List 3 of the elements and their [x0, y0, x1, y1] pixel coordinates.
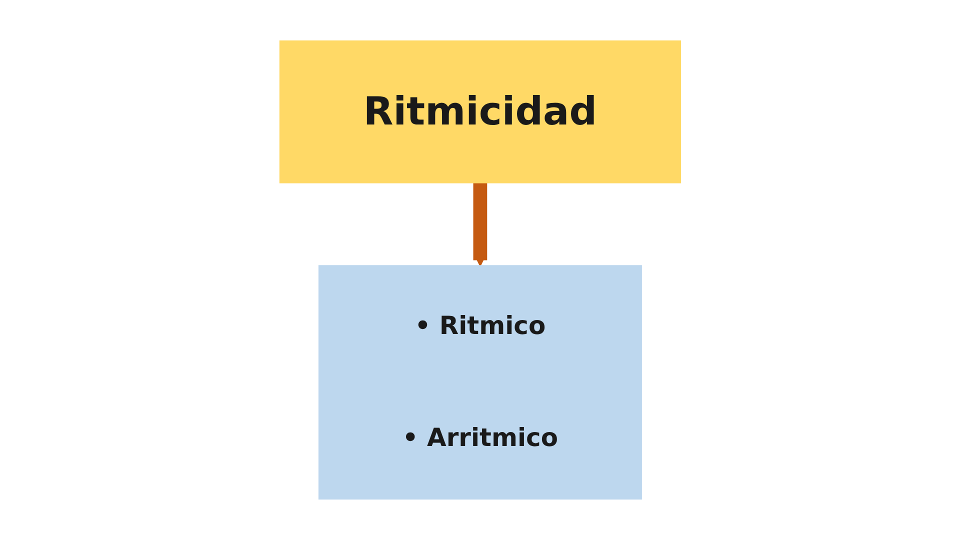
node-box: Ritmicidad — [279, 40, 681, 184]
arrow — [473, 182, 487, 266]
node-box: • Ritmico • Arritmico — [318, 265, 642, 500]
